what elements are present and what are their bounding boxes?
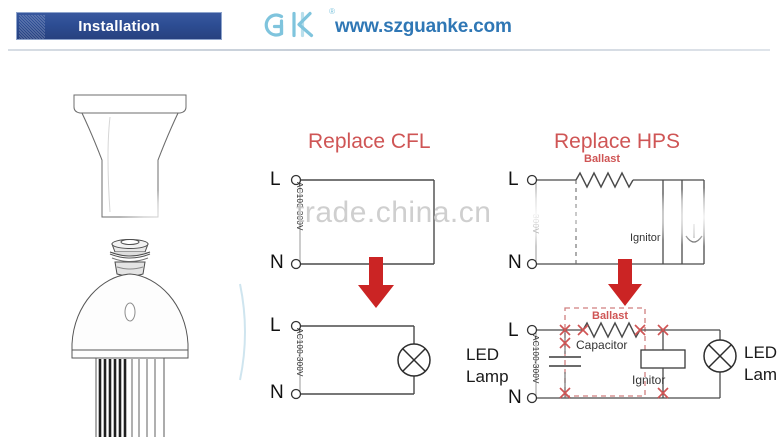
hps-after-terminal-n [526,392,538,404]
replace-hps-section: Replace HPS L N 300V Ballast [508,130,778,430]
hps-before-ignitor-label: Ignitor [630,232,661,244]
cfl-after-terminal-n [290,388,302,400]
hps-led-lamp-label-line1: LED [744,343,778,362]
brand-logo[interactable]: ® www.szguanke.com [258,7,512,42]
gk-logo-icon: ® [258,7,335,42]
cfl-before-voltage-label: AC100-300V [295,182,304,231]
hps-before-terminal-l [526,174,538,186]
cfl-transition-arrow-icon [358,257,394,308]
cfl-after-label-n: N [270,382,284,403]
replace-cfl-section: Replace CFL L N AC100-300V [268,130,518,430]
cfl-after-voltage-label: AC100-300V [295,328,304,377]
hps-after-label-l: L [508,320,519,341]
cfl-before-label-l: L [270,169,281,190]
header-divider [8,49,770,51]
hps-after-ignitor-box [640,349,686,369]
cfl-after-label-l: L [270,315,281,336]
hps-before-voltage-label: 300V [531,214,540,234]
cfl-after-terminal-l [290,320,302,332]
hps-after-capacitor-label: Capacitor [576,338,628,352]
hps-cut-marks [559,324,669,399]
replace-cfl-title: Replace CFL [308,130,431,153]
installation-badge: Installation [16,12,222,40]
hps-after-ignitor-label: Ignitor [632,373,666,387]
hps-before-terminal-n [526,258,538,270]
badge-hatch-decoration [19,15,45,39]
installation-badge-label: Installation [78,17,160,35]
cfl-before-label-n: N [270,252,284,273]
hps-after-circuit [526,307,737,404]
hps-after-voltage-label: AC100-300V [531,335,540,384]
hps-led-lamp-label-line2: Lamp [744,365,778,384]
hps-before-ballast-label: Ballast [584,153,621,165]
replace-hps-title: Replace HPS [554,130,681,153]
registered-trademark-icon: ® [329,7,335,16]
hps-after-terminal-l [526,324,538,336]
cfl-before-terminal-n [290,258,302,270]
cfl-after-circuit [290,320,431,400]
product-illustration [44,62,274,442]
cfl-led-lamp-label-line2: Lamp [466,367,509,386]
page-header: Installation ® www.szguanke.com [0,0,778,52]
hps-transition-arrow-icon [608,259,642,306]
cfl-before-terminal-l [290,174,302,186]
hps-before-label-l: L [508,169,519,190]
cfl-led-lamp-label-line1: LED [466,345,500,364]
hps-before-label-n: N [508,252,522,273]
hps-after-label-n: N [508,387,522,408]
hps-after-ballast-label: Ballast [592,310,629,322]
company-website-text: www.szguanke.com [335,16,512,37]
